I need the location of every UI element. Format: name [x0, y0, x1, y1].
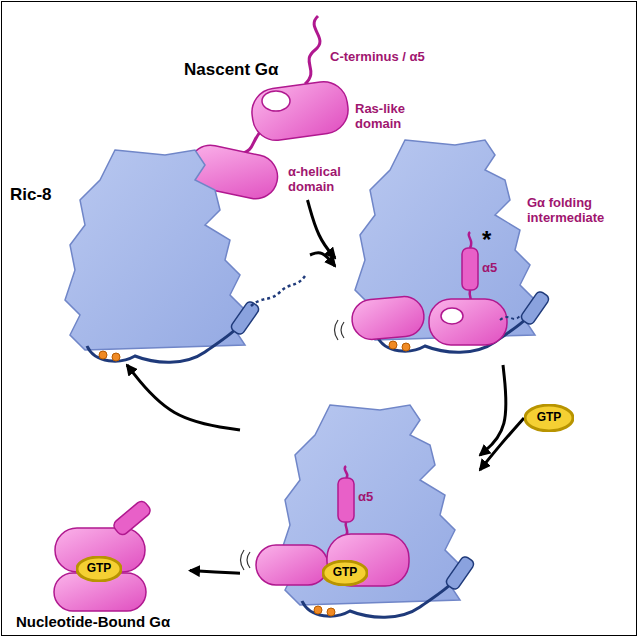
domain-label: C-terminus / α5 — [330, 50, 425, 65]
cycle-arrow — [308, 200, 336, 258]
ric8-protein: Ric-8 — [5, 145, 310, 365]
nucleotide-bound-g-alpha — [54, 499, 152, 611]
gtp-bound-complex: GTP α5 — [240, 390, 480, 625]
state-label: Nucleotide-Bound Gα — [16, 613, 170, 630]
ric8-gtp-complex — [241, 405, 476, 617]
cycle-arrow — [127, 365, 240, 430]
folding-intermediate-complex: * α5 Gα folding intermediate — [335, 135, 615, 365]
nascent-g-alpha-group: Nascent Gα C-terminus / α5 Ras-like domain… — [180, 10, 435, 200]
protein-label: Ric-8 — [10, 185, 52, 205]
group-title: Nascent Gα — [184, 60, 279, 80]
nucleotide-label: GTP — [87, 562, 112, 576]
domain-label: α-helical domain — [288, 165, 354, 195]
cycle-arrow — [480, 418, 524, 470]
gtp-nucleotide: GTP — [76, 556, 122, 582]
nucleotide-label: GTP — [333, 566, 358, 580]
ric8-free — [65, 150, 305, 362]
gtp-nucleotide: GTP — [322, 560, 368, 586]
state-label: Gα folding intermediate — [527, 196, 613, 226]
cycle-arrow — [190, 571, 240, 574]
star-mark: * — [482, 226, 491, 254]
helix-label: α5 — [358, 490, 373, 505]
nucleotide-bound-g-alpha: GTP Nucleotide-Bound Gα — [10, 505, 190, 636]
gtp-nucleotide: GTP — [524, 404, 574, 432]
helix-label: α5 — [482, 261, 497, 276]
domain-label: Ras-like domain — [355, 102, 417, 132]
nucleotide-label: GTP — [537, 411, 562, 425]
cycle-arrow — [310, 253, 335, 266]
ric8-folding-complex — [335, 140, 551, 352]
